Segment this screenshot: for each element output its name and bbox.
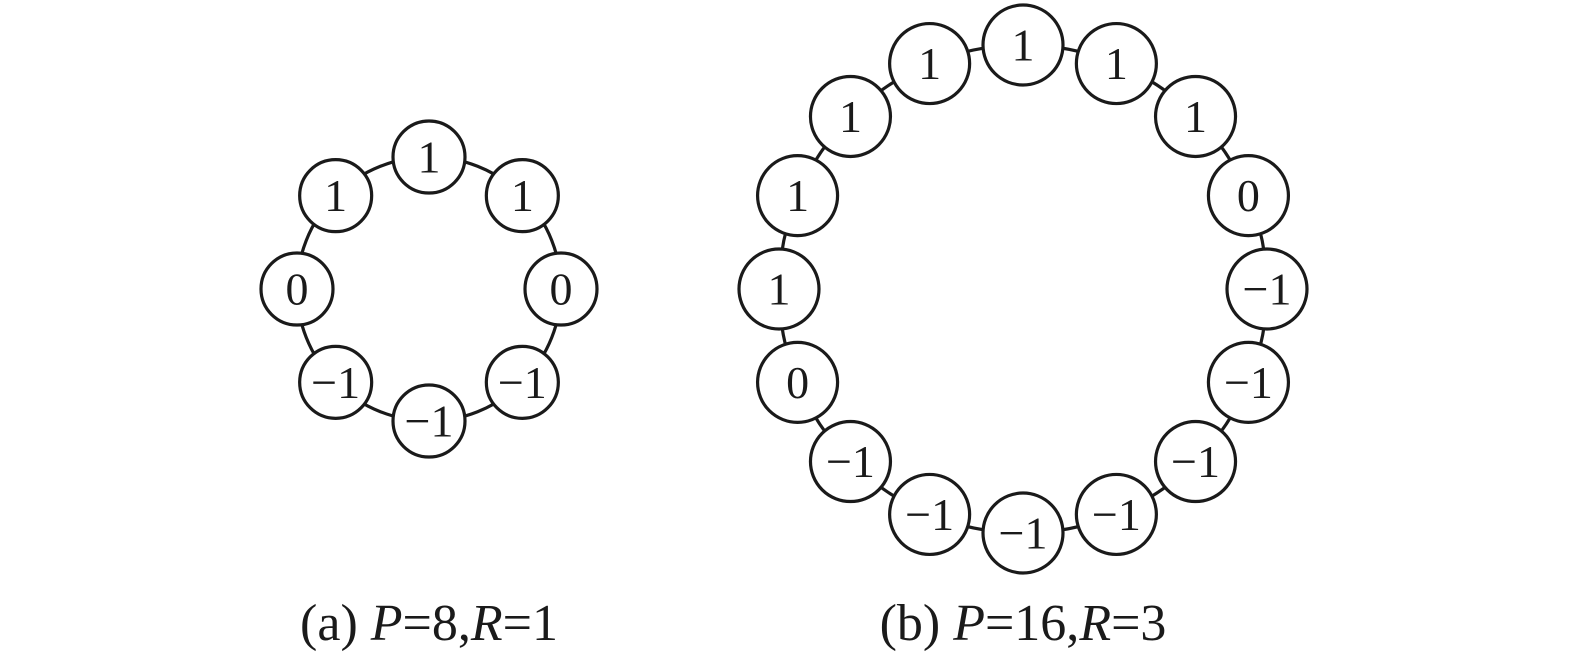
node-circle xyxy=(1153,74,1238,159)
diagram-b-node: 1 xyxy=(981,3,1065,87)
node-circle xyxy=(1074,21,1158,106)
node-value: −1 xyxy=(498,357,547,408)
node-circle xyxy=(484,344,560,420)
diagram-a-node: −1 xyxy=(298,344,374,420)
node-value: 0 xyxy=(1237,170,1260,221)
node-value: −1 xyxy=(1171,436,1220,487)
node-value: 1 xyxy=(768,264,791,315)
node-circle xyxy=(755,154,840,238)
node-value: 1 xyxy=(918,38,941,89)
diagram-b-node: −1 xyxy=(981,491,1065,575)
node-circle xyxy=(888,472,972,557)
node-circle xyxy=(888,21,972,106)
node-value: 1 xyxy=(418,132,441,183)
node-value: 1 xyxy=(839,91,862,142)
node-value: −1 xyxy=(999,508,1048,559)
node-circle xyxy=(259,251,335,327)
node-value: 1 xyxy=(1012,20,1035,71)
node-value: 1 xyxy=(1184,91,1207,142)
node-circle xyxy=(1206,154,1291,238)
node-circle xyxy=(484,158,560,234)
node-circle xyxy=(808,74,893,159)
node-circle xyxy=(391,383,467,459)
node-circle xyxy=(1153,419,1238,504)
node-circle xyxy=(981,3,1065,87)
diagram-a-node: 1 xyxy=(298,158,374,234)
node-circle xyxy=(391,119,467,195)
diagram-a-caption: (a) P=8,R=1 xyxy=(300,595,558,652)
node-value: −1 xyxy=(311,357,360,408)
node-value: 0 xyxy=(786,357,809,408)
node-value: −1 xyxy=(1092,489,1141,540)
diagram-a-nodes: 110−1−1−101 xyxy=(259,119,599,459)
diagram-b-node: −1 xyxy=(1074,472,1158,557)
diagram-b-node: −1 xyxy=(1206,340,1291,424)
node-circle xyxy=(298,158,374,234)
diagram-a-node: −1 xyxy=(391,383,467,459)
node-value: 1 xyxy=(1105,38,1128,89)
node-value: 1 xyxy=(511,170,534,221)
diagram-a-node: 1 xyxy=(484,158,560,234)
diagram-b-caption: (b) P=16,R=3 xyxy=(880,595,1167,652)
node-value: 1 xyxy=(786,170,809,221)
diagram-a-p8-r1: 110−1−1−101 (a) P=8,R=1 xyxy=(259,119,599,652)
diagram-a-node: 1 xyxy=(391,119,467,195)
node-value: 0 xyxy=(286,264,309,315)
node-value: −1 xyxy=(826,436,875,487)
node-circle xyxy=(808,419,893,504)
node-value: 1 xyxy=(324,170,347,221)
node-value: −1 xyxy=(905,489,954,540)
diagram-a-node: 0 xyxy=(259,251,335,327)
node-circle xyxy=(298,344,374,420)
diagram-b-node: 1 xyxy=(737,247,821,331)
diagram-a-node: 0 xyxy=(523,251,599,327)
node-circle xyxy=(737,247,821,331)
diagram-b-node: −1 xyxy=(1153,419,1238,504)
diagram-b-node: 0 xyxy=(1206,154,1291,238)
diagram-b-node: −1 xyxy=(1225,247,1309,331)
node-circle xyxy=(755,340,840,424)
diagram-a-node: −1 xyxy=(484,344,560,420)
node-value: −1 xyxy=(1243,264,1292,315)
diagram-b-node: 1 xyxy=(755,154,840,238)
node-circle xyxy=(523,251,599,327)
diagram-b-node: 1 xyxy=(1074,21,1158,106)
diagram-b-node: 0 xyxy=(755,340,840,424)
diagram-b-node: −1 xyxy=(808,419,893,504)
diagram-b-node: 1 xyxy=(888,21,972,106)
diagram-b-node: 1 xyxy=(1153,74,1238,159)
node-value: −1 xyxy=(1224,357,1273,408)
node-circle xyxy=(1225,247,1309,331)
diagram-b-node: −1 xyxy=(888,472,972,557)
node-circle xyxy=(981,491,1065,575)
node-value: 0 xyxy=(550,264,573,315)
node-circle xyxy=(1074,472,1158,557)
node-circle xyxy=(1206,340,1291,424)
node-value: −1 xyxy=(405,396,454,447)
diagram-b-node: 1 xyxy=(808,74,893,159)
